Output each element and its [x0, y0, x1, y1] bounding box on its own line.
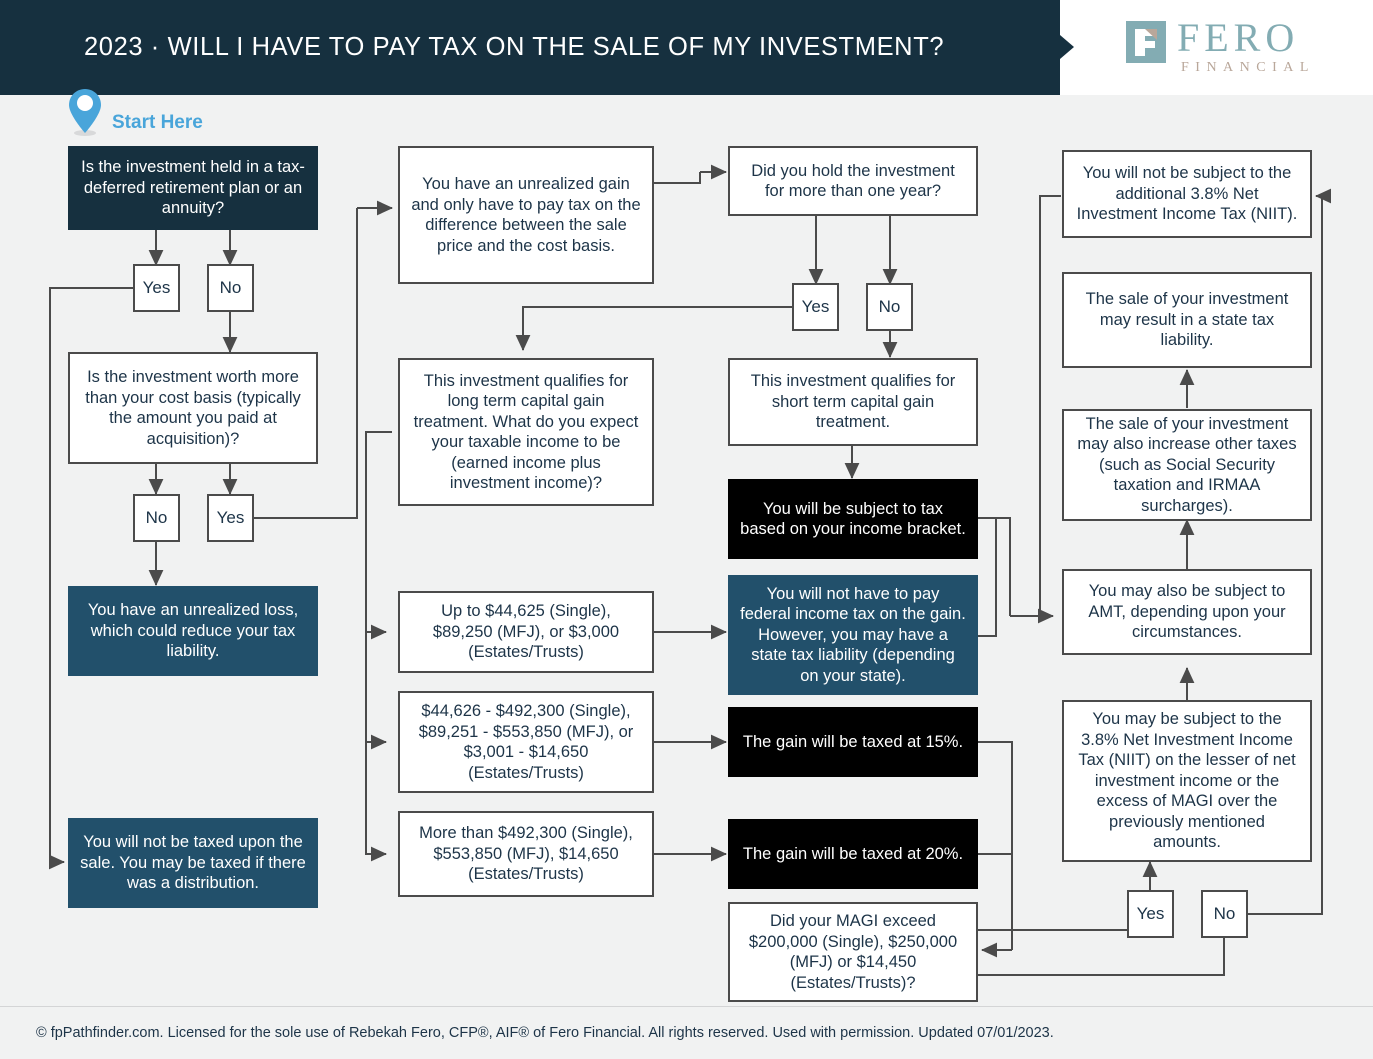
- node-bracket-0-percent[interactable]: Up to $44,625 (Single), $89,250 (MFJ), o…: [398, 591, 654, 673]
- branch-cost-basis-no[interactable]: No: [133, 494, 180, 542]
- branch-one-year-yes[interactable]: Yes: [792, 283, 839, 331]
- node-result-no-federal-tax[interactable]: You will not have to pay federal income …: [728, 575, 978, 695]
- logo-tagline: FINANCIAL: [1181, 60, 1315, 75]
- node-result-taxed-20[interactable]: The gain will be taxed at 20%.: [728, 819, 978, 889]
- node-bracket-20-percent[interactable]: More than $492,300 (Single), $553,850 (M…: [398, 811, 654, 897]
- footer-divider: [0, 1006, 1373, 1007]
- branch-magi-no[interactable]: No: [1201, 890, 1248, 938]
- node-result-short-term[interactable]: This investment qualifies for short term…: [728, 358, 978, 446]
- start-here-label: Start Here: [112, 112, 203, 133]
- branch-tax-deferred-no[interactable]: No: [207, 264, 254, 312]
- branch-tax-deferred-yes[interactable]: Yes: [133, 264, 180, 312]
- node-result-amt[interactable]: You may also be subject to AMT, dependin…: [1062, 569, 1312, 655]
- node-result-other-taxes[interactable]: The sale of your investment may also inc…: [1062, 409, 1312, 521]
- page-header: 2023 · WILL I HAVE TO PAY TAX ON THE SAL…: [0, 0, 1373, 95]
- node-question-cost-basis[interactable]: Is the investment worth more than your c…: [68, 352, 318, 464]
- node-result-taxed-15[interactable]: The gain will be taxed at 15%.: [728, 707, 978, 777]
- fero-logo-mark-icon: [1126, 21, 1166, 63]
- node-question-tax-deferred[interactable]: Is the investment held in a tax-deferred…: [68, 146, 318, 230]
- node-result-not-taxed-on-sale[interactable]: You will not be taxed upon the sale. You…: [68, 818, 318, 908]
- node-result-niit[interactable]: You may be subject to the 3.8% Net Inves…: [1062, 700, 1312, 862]
- header-arrow-icon: [1060, 35, 1074, 59]
- node-result-income-bracket[interactable]: You will be subject to tax based on your…: [728, 479, 978, 559]
- fero-financial-logo: FERO FINANCIAL: [1125, 15, 1325, 80]
- node-question-magi[interactable]: Did your MAGI exceed $200,000 (Single), …: [728, 902, 978, 1002]
- node-result-state-tax[interactable]: The sale of your investment may result i…: [1062, 272, 1312, 368]
- page-title: 2023 · WILL I HAVE TO PAY TAX ON THE SAL…: [84, 33, 945, 61]
- node-bracket-15-percent[interactable]: $44,626 - $492,300 (Single), $89,251 - $…: [398, 691, 654, 793]
- node-result-unrealized-loss[interactable]: You have an unrealized loss, which could…: [68, 586, 318, 676]
- node-result-no-niit[interactable]: You will not be subject to the additiona…: [1062, 150, 1312, 238]
- header-banner: [0, 0, 1060, 95]
- footer-copyright: © fpPathfinder.com. Licensed for the sol…: [36, 1025, 1054, 1041]
- branch-magi-yes[interactable]: Yes: [1127, 890, 1174, 938]
- node-result-unrealized-gain[interactable]: You have an unrealized gain and only hav…: [398, 146, 654, 284]
- node-question-held-one-year[interactable]: Did you hold the investment for more tha…: [728, 146, 978, 216]
- node-question-long-term-income[interactable]: This investment qualifies for long term …: [398, 358, 654, 506]
- start-pin-icon: [69, 89, 101, 136]
- branch-one-year-no[interactable]: No: [866, 283, 913, 331]
- branch-cost-basis-yes[interactable]: Yes: [207, 494, 254, 542]
- logo-wordmark: FERO: [1177, 15, 1300, 60]
